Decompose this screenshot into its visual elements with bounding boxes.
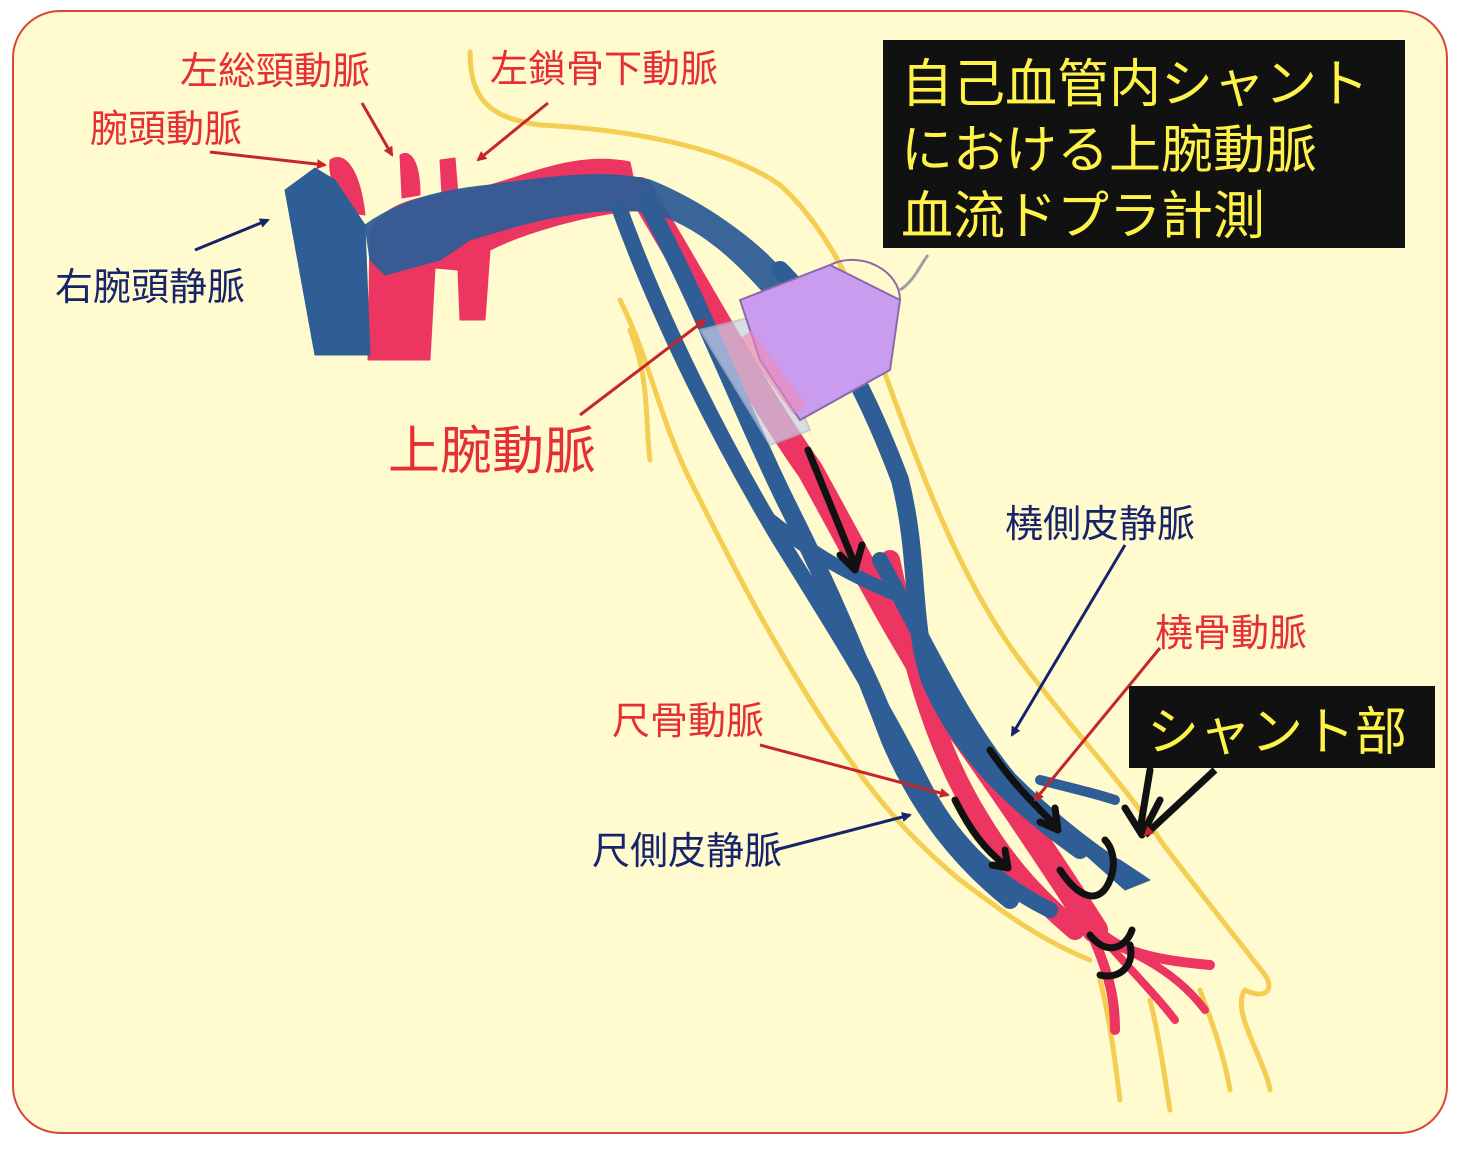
ultrasound-probe [698,254,930,447]
flow-arrows [804,446,1164,980]
label-brachial-artery: 上腕動脈 [388,422,597,482]
leader-arrows [194,101,1218,852]
label-left-subclavian-artery: 左鎖骨下動脈 [490,47,719,91]
label-left-common-carotid-artery: 左総頸動脈 [180,49,371,93]
label-right-brachiocephalic-vein: 右腕頭静脈 [55,265,246,309]
shunt-label-box: シャント部 [1129,686,1435,768]
label-cephalic-vein: 橈側皮静脈 [1005,502,1196,546]
label-ulnar-artery: 尺骨動脈 [612,699,765,743]
title-box: 自己血管内シャント における上腕動脈 血流ドプラ計測 [883,40,1405,248]
skin-outline [467,49,1273,1113]
label-brachiocephalic-artery: 腕頭動脈 [90,107,243,151]
label-basilic-vein: 尺側皮静脈 [592,829,783,873]
label-radial-artery: 橈骨動脈 [1155,611,1308,655]
